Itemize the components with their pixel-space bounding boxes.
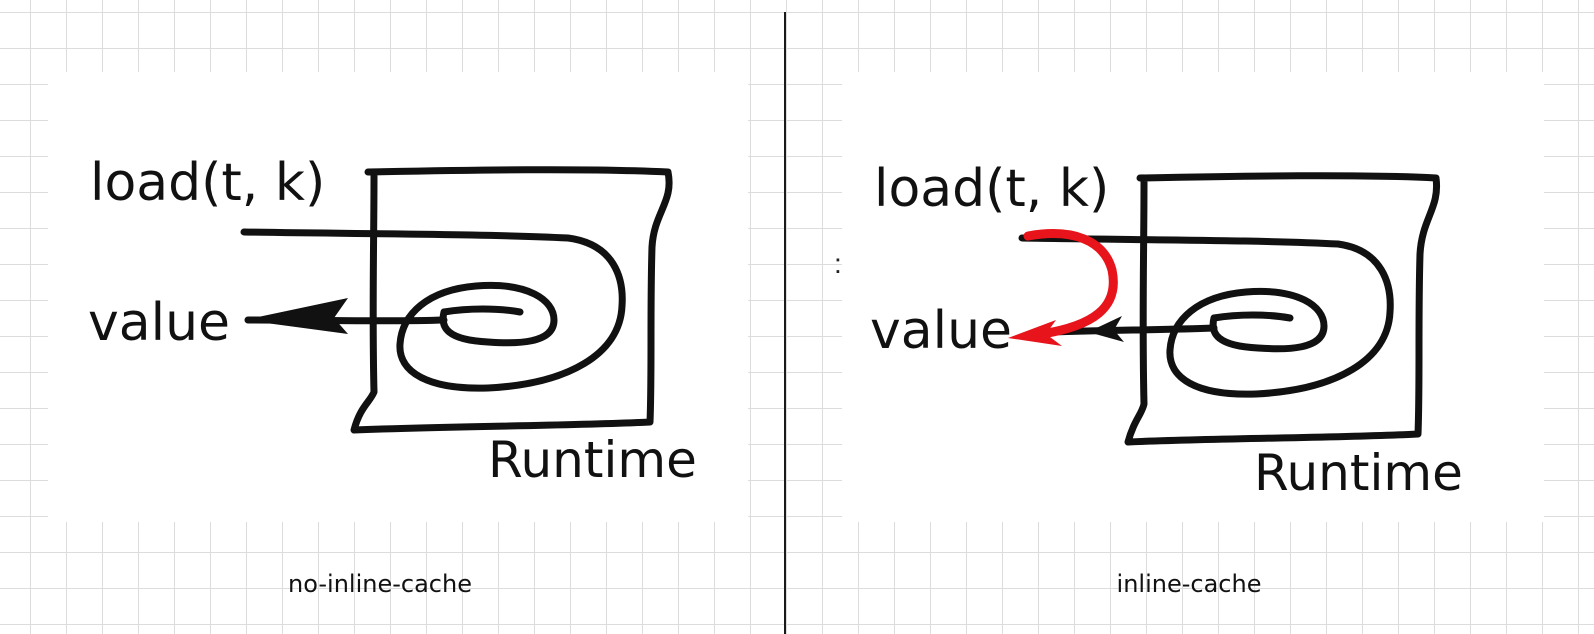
arrowhead-black [1088,316,1124,342]
call-arrow-in [1018,234,1394,398]
no-inline-cache-drawing: load(t, k) value Runtime [88,153,697,489]
runtime-box [350,166,673,434]
diagram-no-inline-cache: load(t, k) value Runtime no-inline-cache [48,72,748,598]
arrowhead-left [244,298,348,334]
return-label: value [88,293,230,353]
caption-no-inline-cache: no-inline-cache [288,570,472,598]
stray-colon-mark: : [834,248,842,279]
runtime-box [1124,172,1441,446]
call-arrow-in [240,228,626,392]
panel-divider [784,12,786,634]
inline-cache-shortcut [1023,229,1118,339]
return-label: value [870,301,1012,361]
diagram-inline-cache: load(t, k) value Runtime inline-cache [842,72,1544,598]
runtime-label: Runtime [1254,444,1463,502]
runtime-label: Runtime [488,431,697,489]
inline-cache-drawing: load(t, k) value Runtime [870,159,1463,502]
inline-cache-arrowhead [1008,320,1062,346]
caption-inline-cache: inline-cache [1116,570,1262,598]
call-label: load(t, k) [874,159,1109,219]
call-label: load(t, k) [90,153,325,213]
